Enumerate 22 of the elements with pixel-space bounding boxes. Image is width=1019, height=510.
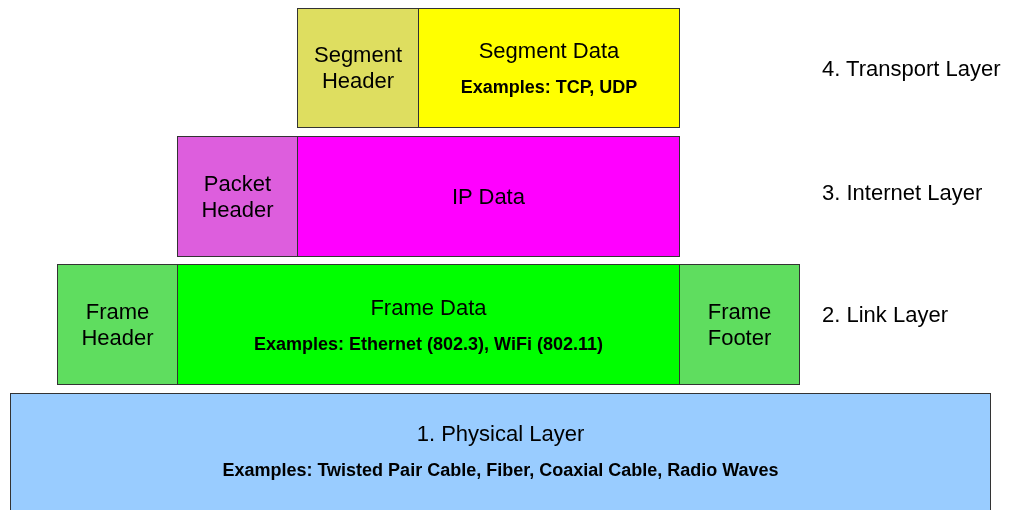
layer-block (10, 393, 991, 510)
block-title: Frame Footer (706, 298, 773, 351)
data-block (177, 264, 680, 385)
block-title: Packet Header (200, 170, 275, 223)
block-title: Segment Data (477, 38, 621, 64)
block-title: Frame Header (80, 298, 155, 351)
layer-label: 4. Transport Layer (822, 55, 1001, 83)
header-block (57, 264, 178, 385)
block-title: IP Data (451, 183, 526, 210)
block-title: Segment Header (312, 42, 404, 94)
header-block (297, 8, 419, 128)
examples-text: Examples: Ethernet (802.3), WiFi (802.11) (254, 332, 603, 355)
layer-label: 3. Internet Layer (822, 179, 983, 207)
examples-text: Examples: Twisted Pair Cable, Fiber, Coaxial Cable, Radio Waves (222, 459, 779, 481)
block-title: Frame Data (369, 294, 488, 321)
examples-text: Examples: TCP, UDP (460, 76, 638, 98)
header-block (177, 136, 298, 257)
data-block (418, 8, 680, 128)
block-title: 1. Physical Layer (415, 421, 586, 447)
footer-block (679, 264, 800, 385)
data-block (297, 136, 680, 257)
layer-label: 2. Link Layer (822, 301, 948, 329)
